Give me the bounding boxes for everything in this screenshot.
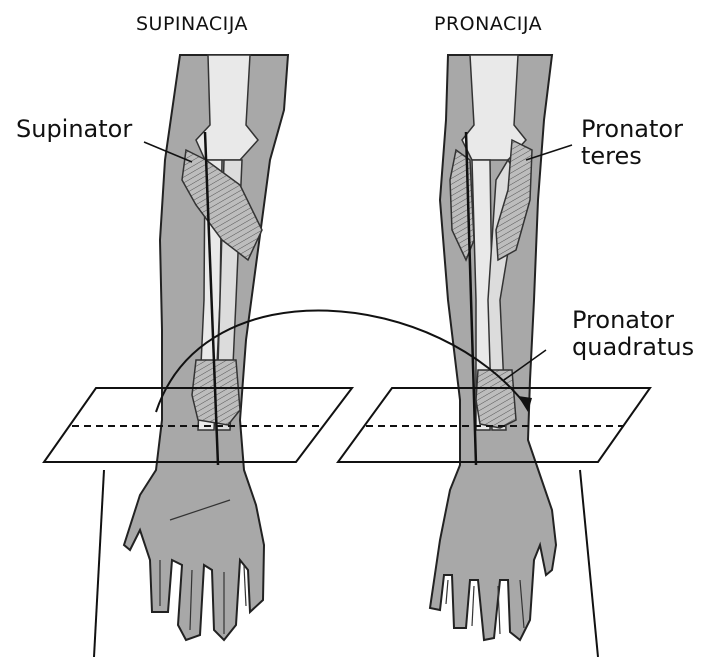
label-pronator-quadratus-line2: quadratus — [572, 334, 694, 361]
heading-supination: SUPINACIJA — [136, 14, 248, 35]
label-supinator: Supinator — [16, 116, 132, 143]
label-pronator-quadratus-line1: Pronator — [572, 307, 694, 334]
left-forearm-supination — [124, 55, 288, 640]
label-pronator-teres: Pronator teres — [581, 116, 683, 170]
label-pronator-teres-line2: teres — [581, 143, 683, 170]
heading-pronation: PRONACIJA — [434, 14, 542, 35]
right-forearm-pronation — [430, 55, 556, 640]
label-pronator-quadratus: Pronator quadratus — [572, 307, 694, 361]
label-pronator-teres-line1: Pronator — [581, 116, 683, 143]
table-planes — [44, 388, 650, 462]
pronator-quadratus-muscle — [476, 370, 516, 428]
